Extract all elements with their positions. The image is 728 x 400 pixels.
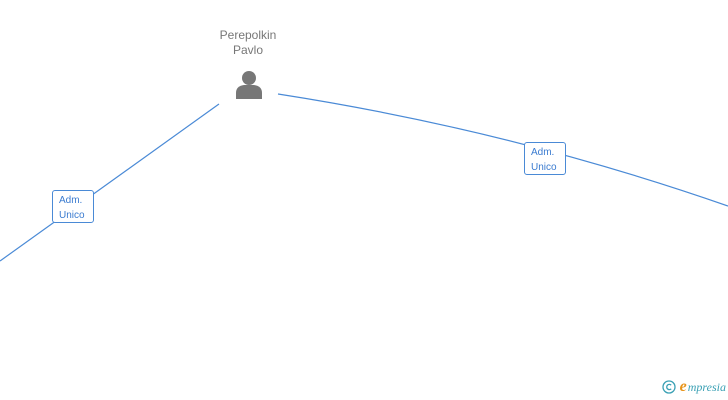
edge-left [0, 103, 220, 262]
brand-rest: mpresia [687, 379, 726, 394]
relation-label-line1: Adm. [59, 195, 83, 206]
footer-brand[interactable]: e mpresia [662, 378, 726, 396]
person-icon[interactable] [233, 69, 265, 99]
relation-label-left[interactable]: Adm. Unico [52, 190, 94, 223]
person-name-line1: Perepolkin [219, 28, 277, 42]
person-name-line2: Pavlo [232, 43, 264, 57]
person-name[interactable]: Perepolkin Pavlo [196, 28, 300, 58]
relation-label-line2: Unico [531, 162, 557, 173]
relation-label-right[interactable]: Adm. Unico [524, 142, 566, 175]
copyright-icon [662, 380, 676, 394]
edge-right [277, 93, 728, 207]
brand-logo: e mpresia [680, 378, 726, 396]
relation-label-line2: Unico [59, 210, 85, 221]
brand-initial: e [679, 378, 687, 395]
relation-label-line1: Adm. [531, 147, 555, 158]
